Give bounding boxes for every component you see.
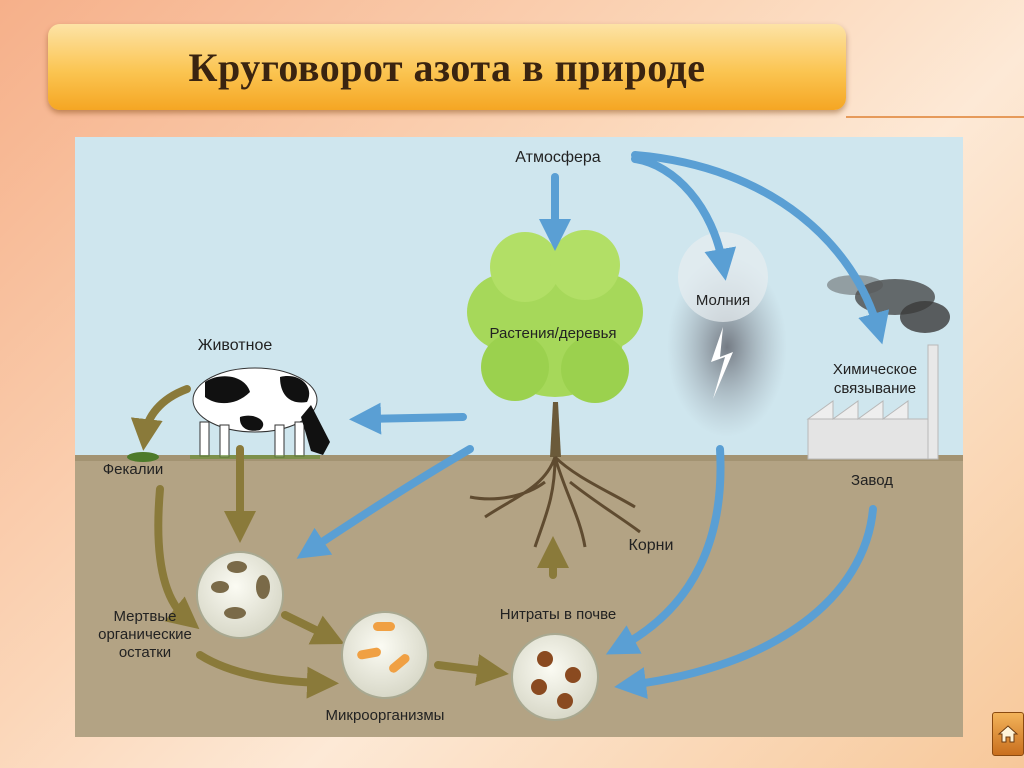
page-title: Круговорот азота в природе <box>188 44 706 90</box>
label-microorganisms: Микроорганизмы <box>326 707 445 724</box>
home-button[interactable] <box>992 712 1024 756</box>
label-chemical-fixation-1: Химическое <box>833 361 917 378</box>
title-banner: Круговорот азота в природе <box>48 24 846 110</box>
home-icon <box>997 725 1019 743</box>
label-dead-remains-1: Мертвые <box>114 608 177 625</box>
cow-icon <box>190 367 330 459</box>
dead-matter-circle <box>196 551 284 639</box>
label-nitrates: Нитраты в почве <box>500 606 616 623</box>
blue-arrows <box>296 151 890 699</box>
feces-icon <box>127 452 159 462</box>
bacteria-circle <box>341 611 429 699</box>
tree-icon <box>467 230 643 548</box>
brown-arrows <box>130 385 569 699</box>
label-dead-remains-3: остатки <box>119 644 171 661</box>
label-factory: Завод <box>851 472 893 489</box>
factory-icon <box>806 275 950 460</box>
label-animal: Животное <box>198 337 273 354</box>
label-plants: Растения/деревья <box>489 325 616 342</box>
divider <box>846 116 1024 118</box>
label-feces: Фекалии <box>103 461 164 478</box>
label-atmosphere: Атмосфера <box>515 149 601 166</box>
label-chemical-fixation-2: связывание <box>834 380 916 397</box>
label-roots: Корни <box>629 537 674 554</box>
label-lightning: Молния <box>696 292 750 309</box>
label-dead-remains-2: органические <box>98 626 192 643</box>
nitrogen-cycle-diagram: Атмосфера Растения/деревья Молния Химиче… <box>75 137 963 737</box>
nitrate-circle <box>511 633 599 721</box>
